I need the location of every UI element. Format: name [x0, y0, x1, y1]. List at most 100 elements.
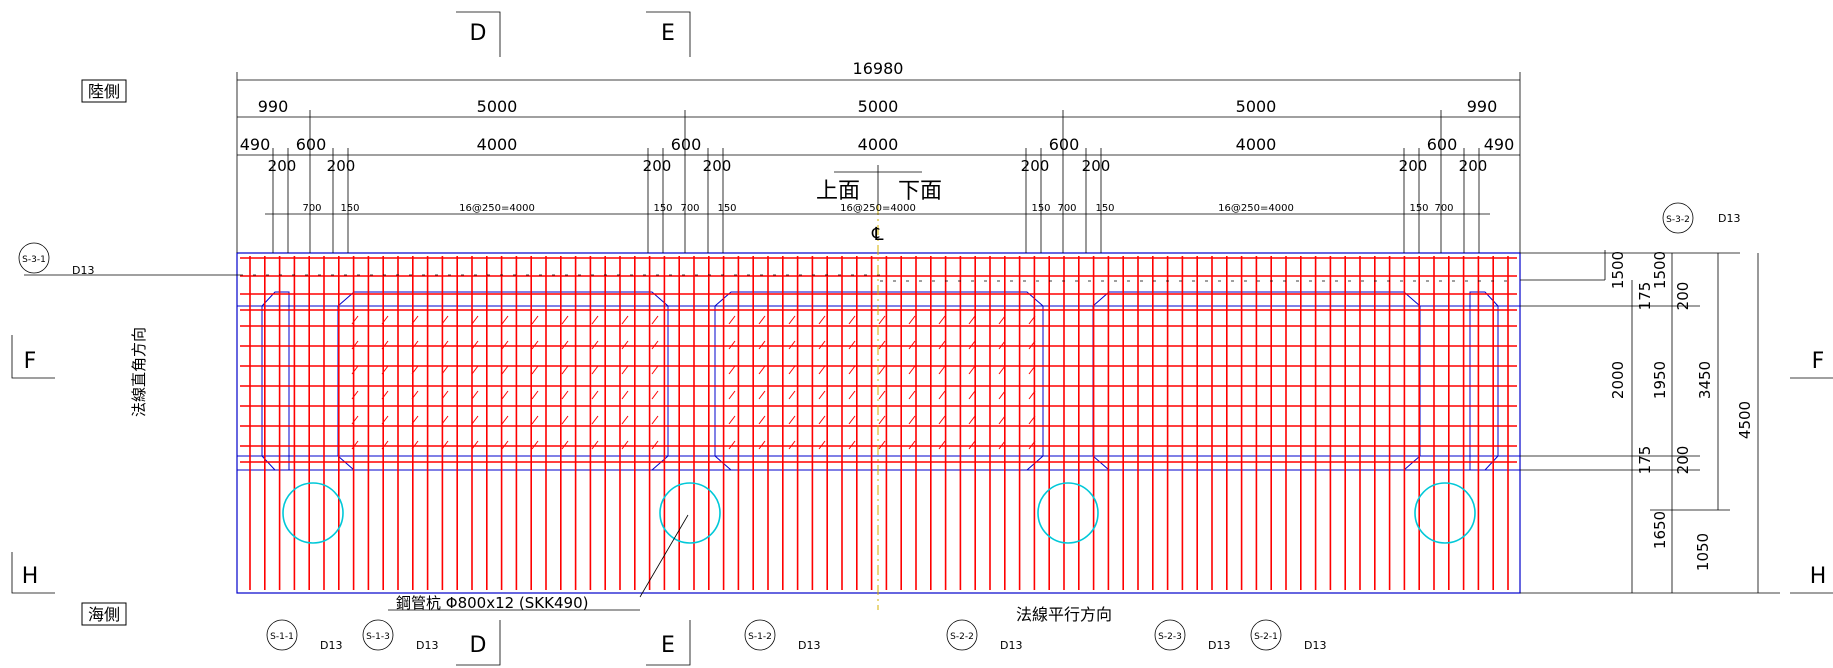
rebar-tag-id: S-3-1	[22, 255, 46, 265]
svg-text:D: D	[470, 21, 487, 46]
rebar-tie	[758, 365, 766, 375]
section-mark-H-right: H	[1790, 564, 1833, 594]
rebar-tie	[968, 315, 976, 325]
svg-text:D: D	[470, 633, 487, 658]
dim-small-4: 200	[703, 157, 732, 175]
section-mark-F-right: F	[1790, 349, 1833, 379]
rebar-tie	[878, 315, 886, 325]
dim-row3: 490 600 4000 600 4000 600 4000 600 490	[240, 135, 1515, 154]
rebar-tie	[908, 440, 916, 450]
beam-outline-left-end	[261, 291, 290, 471]
steel-pile	[282, 482, 344, 544]
dim-row3-small: 200 200 200 200 200 200 200 200	[268, 157, 1488, 175]
rebar-tie	[848, 315, 856, 325]
perpendicular-direction-label: 法線直角方向	[130, 327, 148, 417]
rebar-tie	[561, 415, 569, 425]
dim-row3-1: 490	[240, 135, 271, 154]
rebar-tie	[788, 340, 796, 350]
dim-row2: 990 5000 5000 5000 990	[258, 97, 1498, 116]
rebar-tie	[848, 340, 856, 350]
rebar-tie	[998, 390, 1006, 400]
dim-row2-1: 990	[258, 97, 289, 116]
rebar-tag-circle	[744, 619, 776, 651]
rebar-tie	[998, 415, 1006, 425]
rebar-tie	[758, 315, 766, 325]
dimension-lines-right	[1520, 250, 1780, 594]
rebar-tie	[591, 340, 599, 350]
rebar-tie	[1028, 340, 1036, 350]
dim-r4-4: 150	[653, 203, 672, 214]
dim-right-1050: 1050	[1694, 533, 1712, 571]
dim-small-6: 200	[1082, 157, 1111, 175]
rebar-tie	[758, 415, 766, 425]
rebar-tie	[381, 340, 389, 350]
dim-right-200b: 200	[1674, 446, 1692, 475]
rebar-tie	[818, 440, 826, 450]
label-bottom-face: 下面	[898, 179, 942, 204]
rebar-tie	[381, 390, 389, 400]
pile-group	[282, 482, 1476, 544]
rebar-tie	[728, 440, 736, 450]
rebar-tie	[441, 415, 449, 425]
rebar-tie	[621, 440, 629, 450]
rebar-tie	[591, 415, 599, 425]
dim-r4-3: 16@250=4000	[459, 203, 535, 214]
rebar-tie	[561, 340, 569, 350]
rebar-tag-size: D13	[798, 639, 820, 652]
sea-side-box	[81, 602, 127, 626]
rebar-tag-circle	[1154, 619, 1186, 651]
rebar-tie	[758, 390, 766, 400]
dim-row2-2: 5000	[477, 97, 518, 116]
dim-r4-12: 150	[1409, 203, 1428, 214]
rebar-tie	[788, 440, 796, 450]
rebar-tie	[758, 440, 766, 450]
rebar-tie	[621, 365, 629, 375]
rebar-tie	[591, 440, 599, 450]
rebar-tie	[908, 415, 916, 425]
dim-small-3: 200	[643, 157, 672, 175]
rebar-tie	[471, 365, 479, 375]
rebar-tie	[501, 440, 509, 450]
dim-right-175b: 175	[1636, 446, 1654, 475]
rebar-tie	[728, 315, 736, 325]
rebar-tie	[351, 415, 359, 425]
dim-r4-1: 700	[302, 203, 321, 214]
svg-text:E: E	[661, 633, 675, 658]
rebar-tie	[591, 365, 599, 375]
dim-right-texts: 1500 2000 1650 175 1950 175 1500 200 200…	[1609, 251, 1754, 571]
rebar-tie	[471, 440, 479, 450]
rebar-tie	[968, 440, 976, 450]
rebar-tie	[501, 315, 509, 325]
rebar-tie	[1028, 415, 1036, 425]
steel-pile	[659, 482, 721, 544]
rebar-tag-id: S-2-2	[950, 632, 974, 642]
dim-r4-7: 16@250=4000	[840, 203, 916, 214]
rebar-tie	[818, 315, 826, 325]
rebar-tie	[531, 415, 539, 425]
svg-text:F: F	[1812, 349, 1825, 374]
dim-right-1500b: 1500	[1651, 251, 1669, 289]
dim-right-3450: 3450	[1696, 361, 1714, 399]
rebar-tie	[651, 415, 659, 425]
rebar-tag-size: D13	[1718, 212, 1740, 225]
rebar-tag-id: S-1-3	[366, 632, 390, 642]
dim-row2-5: 990	[1467, 97, 1498, 116]
dim-r4-13: 700	[1434, 203, 1453, 214]
rebar-tag-circle	[266, 619, 298, 651]
section-mark-E-top: E	[646, 11, 691, 57]
rebar-tie	[651, 365, 659, 375]
svg-text:H: H	[22, 564, 39, 589]
dim-row3-6: 600	[1049, 135, 1080, 154]
dim-row3-8: 600	[1427, 135, 1458, 154]
rebar-tie	[908, 315, 916, 325]
dim-right-1650: 1650	[1651, 511, 1669, 549]
rebar-tie	[728, 415, 736, 425]
rebar-tie	[848, 365, 856, 375]
rebar-tie	[1028, 440, 1036, 450]
